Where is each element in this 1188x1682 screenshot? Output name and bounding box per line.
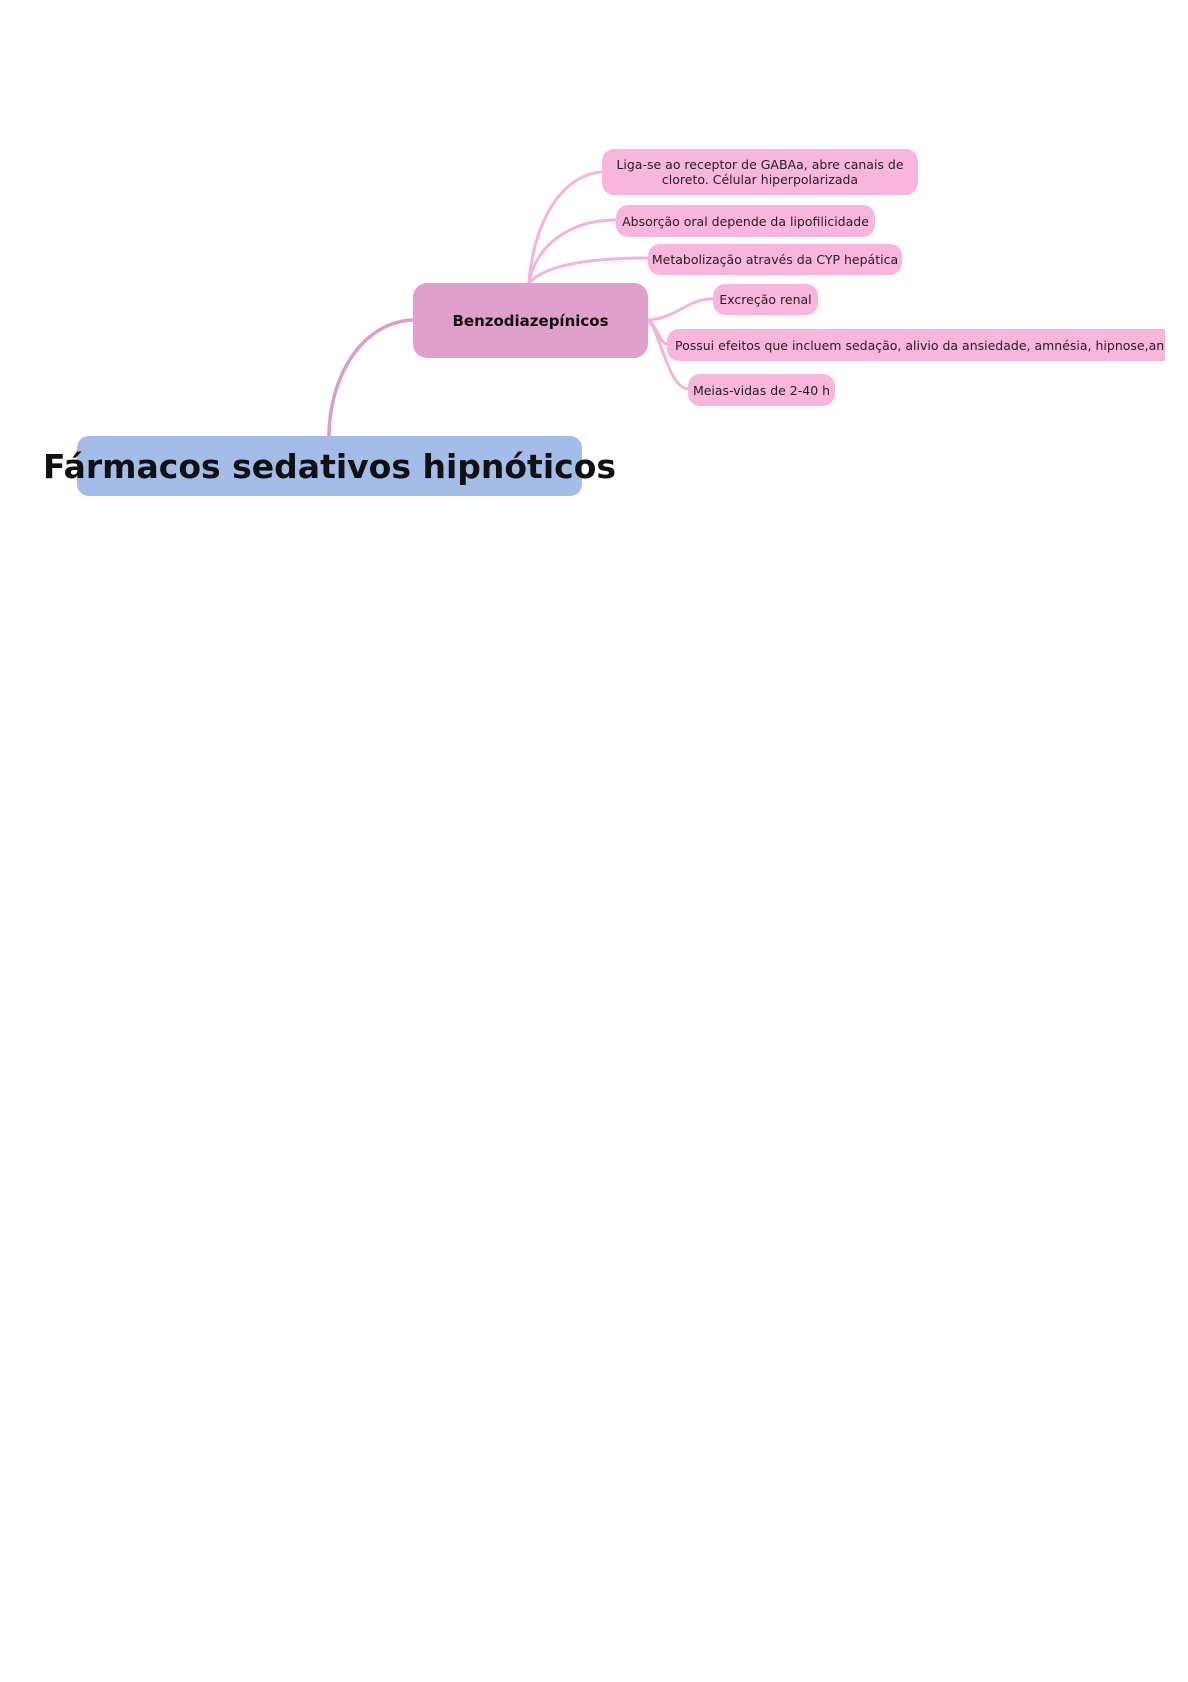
connector-root-to-main <box>327 318 415 438</box>
connector-main-to-subtopic-2 <box>527 218 618 285</box>
subtopic-label: Possui efeitos que incluem sedação, aliv… <box>675 337 1165 353</box>
subtopic-effects[interactable]: Possui efeitos que incluem sedação, aliv… <box>667 329 1165 361</box>
subtopic-cyp-metabolism[interactable]: Metabolização através da CYP hepática <box>648 244 902 275</box>
subtopic-label: Meias-vidas de 2-40 h <box>692 382 831 398</box>
subtopic-label: Excreção renal <box>719 292 812 307</box>
root-topic-label: Fármacos sedativos hipnóticos <box>42 446 617 486</box>
subtopic-renal-excretion[interactable]: Excreção renal <box>713 284 818 315</box>
subtopic-oral-absorption[interactable]: Absorção oral depende da lipofilicidade <box>616 205 875 237</box>
connector-main-to-subtopic-1 <box>527 170 604 285</box>
main-topic-benzodiazepinicos[interactable]: Benzodiazepínicos <box>413 283 648 358</box>
connector-main-to-subtopic-4 <box>646 297 715 322</box>
connector-main-to-subtopic-6 <box>646 318 690 391</box>
subtopic-label: Absorção oral depende da lipofilicidade <box>622 213 869 229</box>
connector-main-to-subtopic-3 <box>527 256 650 285</box>
main-topic-label: Benzodiazepínicos <box>452 311 609 330</box>
subtopic-label: Metabolização através da CYP hepática <box>651 252 899 267</box>
subtopic-gabaa-receptor[interactable]: Liga-se ao receptor de GABAa, abre canai… <box>602 149 918 195</box>
subtopic-label: Liga-se ao receptor de GABAa, abre canai… <box>616 157 904 187</box>
root-topic[interactable]: Fármacos sedativos hipnóticos <box>43 436 616 496</box>
subtopic-half-life[interactable]: Meias-vidas de 2-40 h <box>688 374 835 406</box>
